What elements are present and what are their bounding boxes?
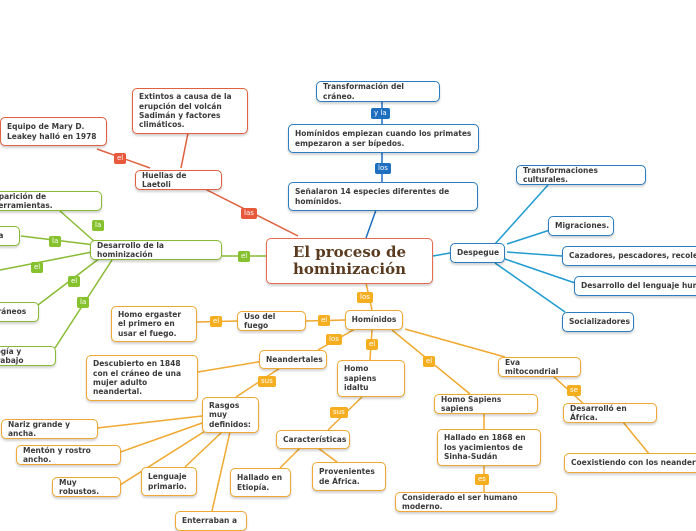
- node-huellas-laetoli[interactable]: Huellas de Laetoli: [135, 170, 222, 190]
- node-desarrollo-hominizacion[interactable]: Desarrollo de la hominización: [90, 240, 222, 260]
- connector-lines: [0, 102, 651, 512]
- node-socializadores[interactable]: Socializadores: [562, 312, 634, 332]
- central-topic[interactable]: El proceso de hominización: [266, 238, 433, 284]
- node-caracteristicas[interactable]: Características: [276, 430, 350, 449]
- node-na[interactable]: na: [0, 226, 20, 246]
- node-homo-ergaster[interactable]: Homo ergaster el primero en usar el fueg…: [111, 306, 197, 342]
- node-descubierto-1848[interactable]: Descubierto en 1848 con el cráneo de una…: [86, 355, 198, 401]
- tag-sus-caracteristicas: sus: [330, 407, 348, 418]
- node-homo-sapiens-idaltu[interactable]: Homo sapiens idaltu: [337, 360, 405, 397]
- node-rasgos-definidos[interactable]: Rasgos muy definidos:: [202, 397, 259, 433]
- node-homo-sapiens-sapiens[interactable]: Homo Sapiens sapiens: [434, 394, 538, 414]
- tag-el-red: el: [114, 153, 127, 164]
- tag-el-fuego: el: [318, 315, 331, 326]
- node-nariz-grande[interactable]: Nariz grande y ancha.: [1, 419, 98, 439]
- node-hominidos-bipedos[interactable]: Homínidos empiezan cuando los primates e…: [288, 124, 479, 153]
- node-uso-fuego[interactable]: Uso del fuego: [237, 311, 306, 331]
- node-aparicion-herramientas[interactable]: Aparición de herramientas.: [0, 191, 102, 211]
- node-provenientes-africa[interactable]: Provenientes de África.: [312, 462, 386, 491]
- tag-sus-rasgos: sus: [258, 376, 276, 387]
- tag-las: las: [241, 208, 257, 219]
- node-lenguaje-primario[interactable]: Lenguaje primario.: [141, 467, 197, 496]
- node-tecnologia-trabajo[interactable]: logía y trabajo: [0, 346, 56, 366]
- tag-la-5: la: [77, 297, 90, 308]
- node-enterraban[interactable]: Enterraban a: [175, 511, 247, 531]
- node-transformacion-craneo[interactable]: Transformación del cráneo.: [316, 81, 440, 102]
- node-menton-rostro[interactable]: Mentón y rostro ancho.: [16, 445, 121, 465]
- tag-los-orange: los: [357, 292, 373, 303]
- node-transformaciones-culturales[interactable]: Transformaciones culturales.: [516, 165, 646, 185]
- node-despegue[interactable]: Despegue: [450, 243, 505, 263]
- node-equipo-leakey[interactable]: Equipo de Mary D. Leakey halló en 1978: [0, 117, 107, 146]
- tag-el-ergaster: el: [210, 316, 223, 327]
- node-hominidos[interactable]: Homínidos: [345, 310, 403, 330]
- tag-el-green: el: [238, 251, 251, 262]
- tag-los-blue: los: [375, 163, 391, 174]
- tag-los-neandertales: los: [326, 334, 342, 345]
- node-craneos[interactable]: cráneos: [0, 302, 39, 322]
- node-migraciones[interactable]: Migraciones.: [548, 216, 614, 236]
- node-coexistiendo[interactable]: Coexistiendo con los neandertales: [564, 453, 696, 473]
- tag-es: es: [475, 474, 489, 485]
- tag-el-4: el: [68, 276, 81, 287]
- tag-el-idaltu: el: [366, 339, 379, 350]
- node-desarrollo-africa[interactable]: Desarrolló en África.: [563, 403, 657, 423]
- node-hallado-sinha[interactable]: Hallado en 1868 en los yacimientos de Si…: [437, 429, 541, 466]
- node-senalaron-especies[interactable]: Señalaron 14 especies diferentes de homí…: [288, 182, 478, 211]
- tag-el-sapiens: el: [423, 356, 436, 367]
- node-considerado-moderno[interactable]: Considerado el ser humano moderno.: [395, 492, 557, 512]
- tag-la-1: la: [92, 220, 105, 231]
- tag-y-la: y la: [371, 108, 390, 119]
- node-neandertales[interactable]: Neandertales: [259, 350, 327, 369]
- node-eva-mitocondrial[interactable]: Eva mitocondrial: [498, 357, 581, 377]
- tag-el-3: el: [31, 262, 44, 273]
- node-extintos[interactable]: Extintos a causa de la erupción del volc…: [132, 88, 248, 134]
- node-muy-robustos[interactable]: Muy robustos.: [52, 477, 121, 497]
- node-hallado-etiopia[interactable]: Hallado en Etiopía.: [230, 468, 291, 497]
- tag-se: se: [567, 385, 581, 396]
- tag-la-2: la: [49, 236, 62, 247]
- node-desarrollo-lenguaje[interactable]: Desarrollo del lenguaje humano: [574, 276, 696, 296]
- node-cazadores[interactable]: Cazadores, pescadores, recolectores: [562, 246, 696, 266]
